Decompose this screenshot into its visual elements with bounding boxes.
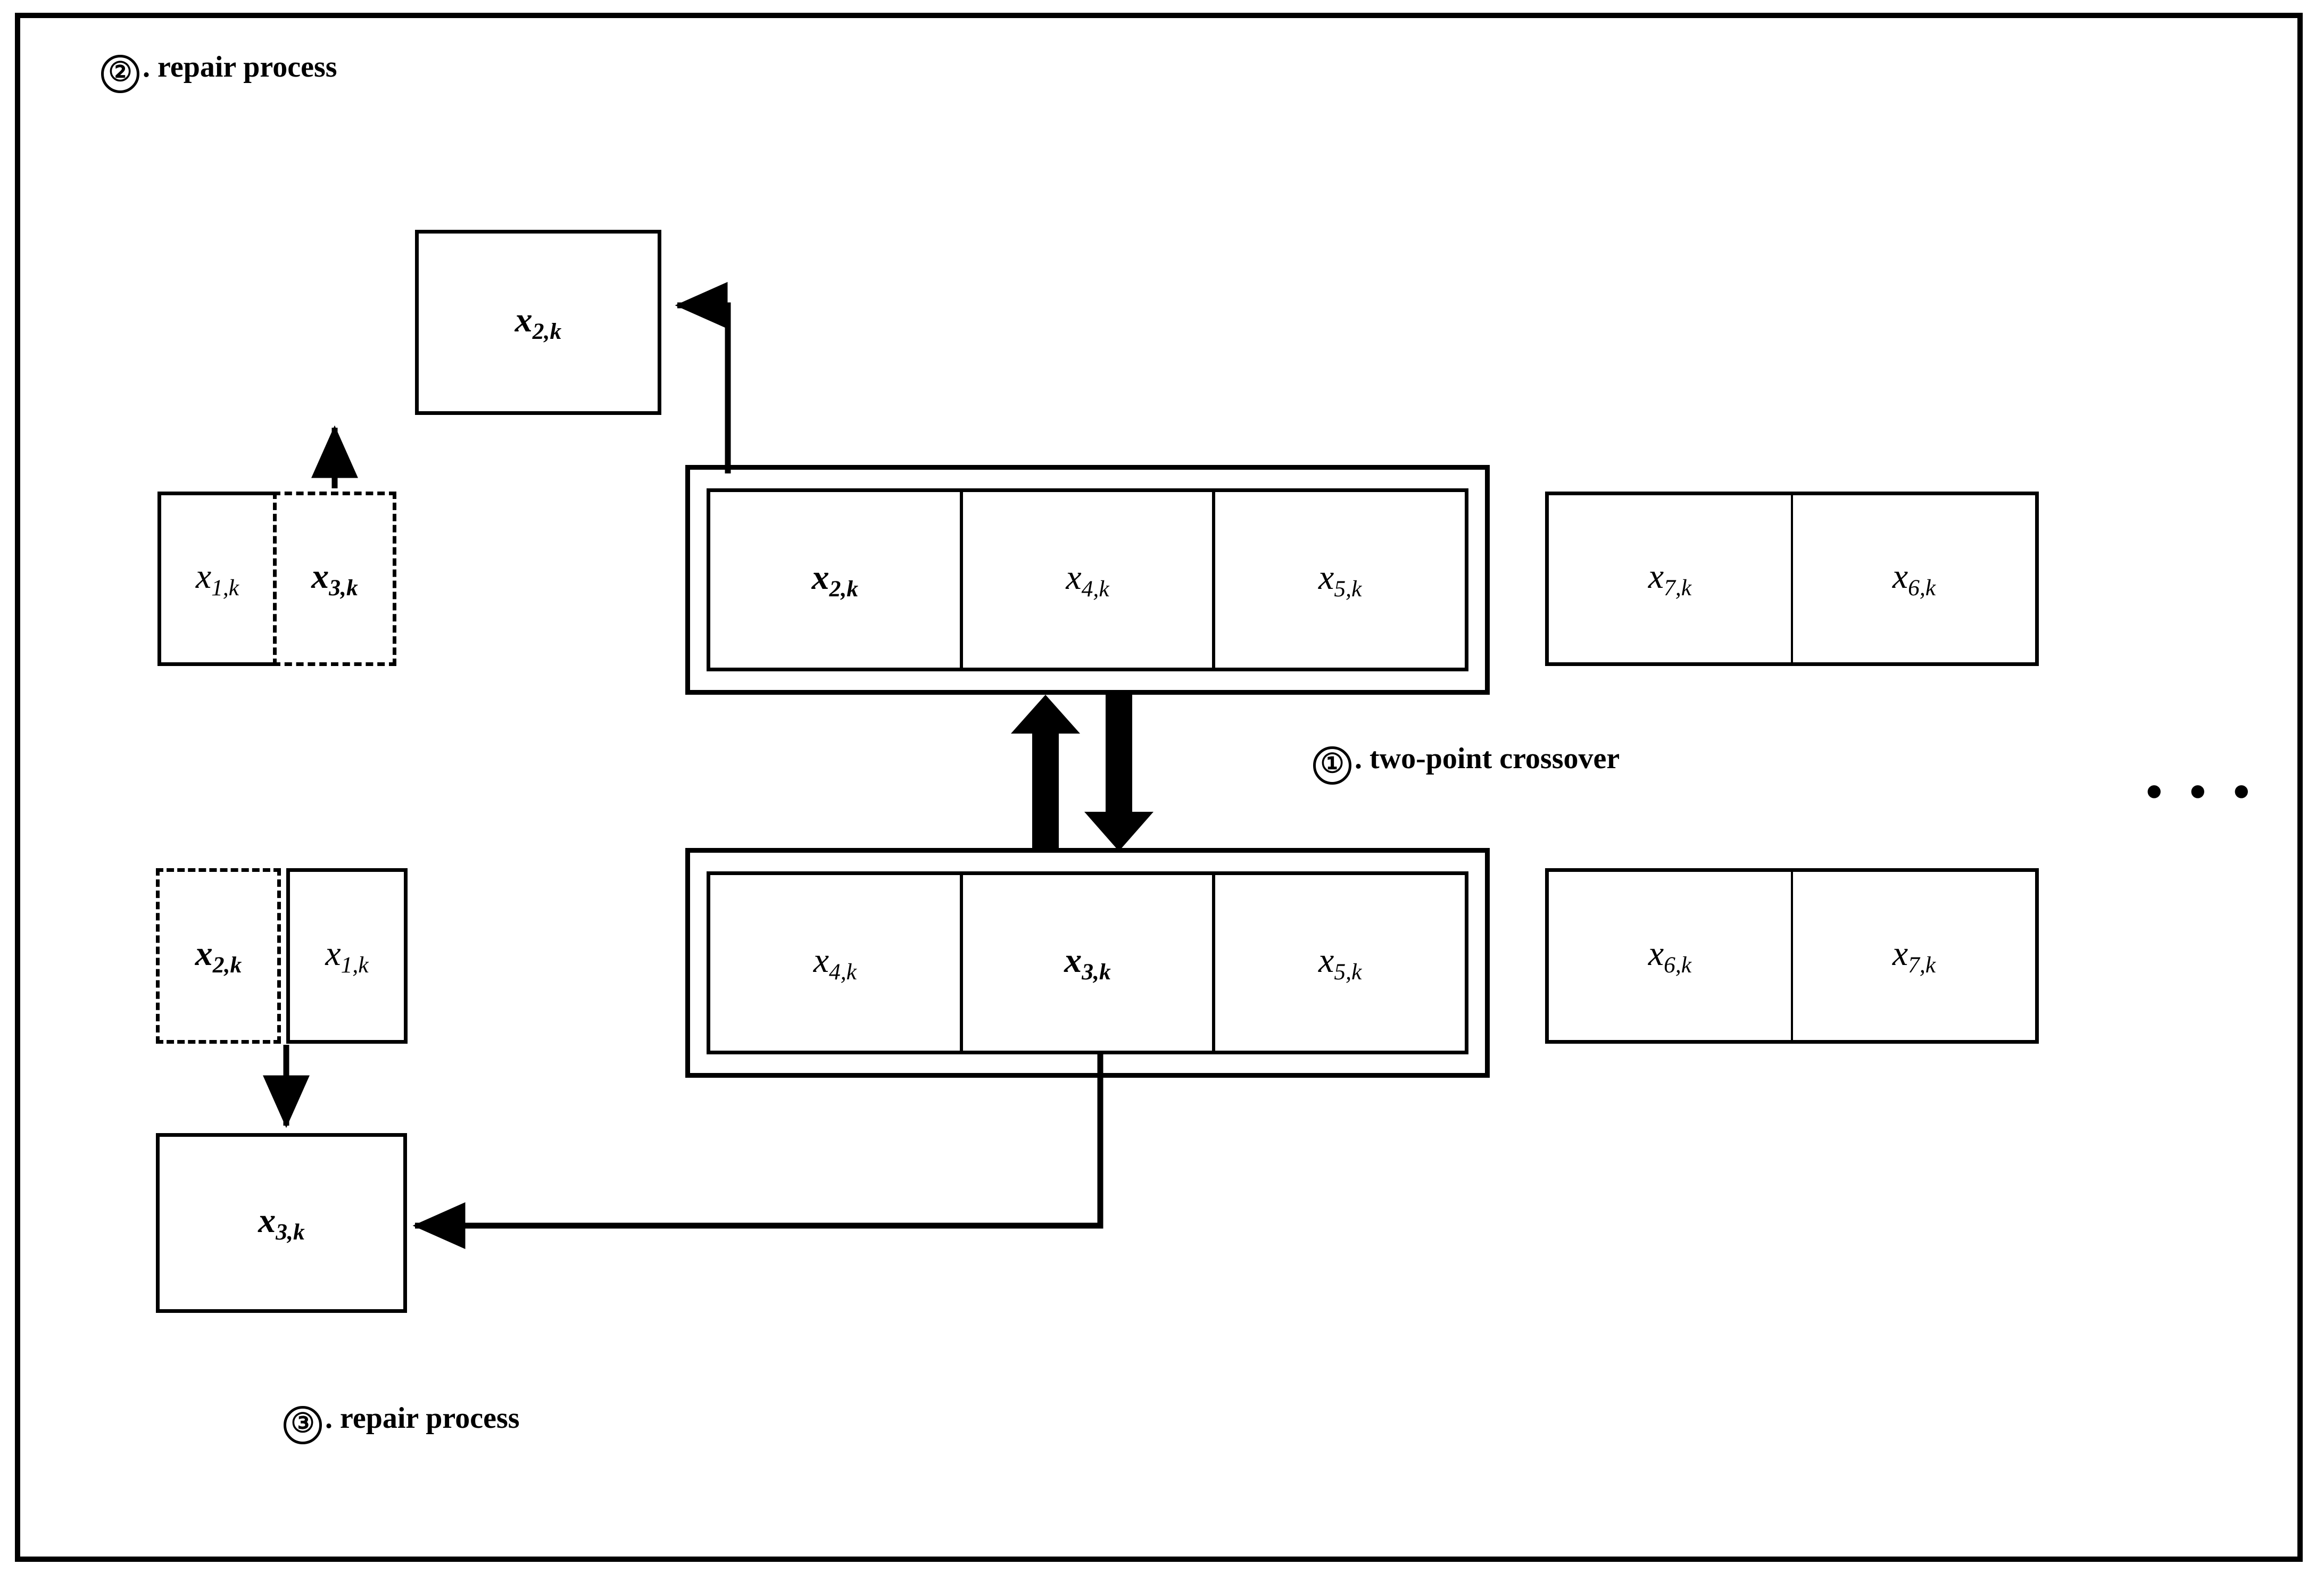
connector-layer (263, 282, 1153, 1249)
gene-label: x6,k (1648, 934, 1692, 978)
connector-p2-to-bottom-repair (412, 1053, 1103, 1249)
label-step-3-text: . repair process (325, 1402, 520, 1435)
crossover-arrow-down (1084, 695, 1153, 851)
gene-label: x2,k (811, 558, 859, 602)
p2-mid-cell-0: x4,k (710, 875, 963, 1051)
gene-label: x2,k (195, 934, 242, 978)
p2-mid-cell-1: x3,k (963, 875, 1216, 1051)
gene-label: x7,k (1892, 934, 1936, 978)
p2-left-cell-1: x1,k (286, 868, 408, 1044)
crossover-arrow-up (1011, 695, 1080, 851)
p1-left-cell-1: x3,k (273, 492, 396, 666)
label-step-2: ②. repair process (101, 50, 337, 93)
circled-number-2: ② (101, 55, 139, 93)
label-step-3: ③. repair process (284, 1401, 520, 1444)
repair-box-bottom: x3,k (156, 1133, 407, 1313)
figure-frame: ②. repair process ①. two-point crossover… (15, 13, 2303, 1562)
p2-right-cell-1: x7,k (1791, 868, 2039, 1044)
p2-left-cell-0: x2,k (156, 868, 281, 1044)
connector-p1-to-top-repair (675, 282, 731, 473)
label-step-1-text: . two-point crossover (1355, 742, 1620, 775)
gene-label: x6,k (1892, 557, 1936, 601)
gene-label: x3,k (311, 557, 358, 601)
p1-right-cell-0: x7,k (1545, 492, 1793, 666)
p1-crossover-segment: x2,k x4,k x5,k (707, 488, 1468, 671)
p1-right-cell-1: x6,k (1791, 492, 2039, 666)
label-step-2-text: . repair process (143, 51, 337, 84)
gene-label: x2,k (514, 301, 562, 344)
p2-crossover-segment: x4,k x3,k x5,k (707, 871, 1468, 1054)
gene-label: x1,k (195, 557, 239, 601)
gene-label: x3,k (1064, 941, 1111, 985)
p1-left-cell-0: x1,k (157, 492, 277, 666)
gene-label: x7,k (1648, 557, 1692, 601)
label-step-1: ①. two-point crossover (1313, 742, 1620, 785)
repair-box-top: x2,k (415, 230, 661, 415)
p1-mid-cell-0: x2,k (710, 492, 963, 668)
p2-right-cell-0: x6,k (1545, 868, 1793, 1044)
p1-mid-cell-2: x5,k (1215, 492, 1465, 668)
ellipsis: • • • (2146, 765, 2257, 818)
gene-label: x5,k (1318, 558, 1362, 602)
gene-label: x4,k (1066, 558, 1109, 602)
p2-mid-cell-2: x5,k (1215, 875, 1465, 1051)
circled-number-3: ③ (284, 1406, 322, 1444)
circled-number-1: ① (1313, 746, 1351, 785)
gene-label: x4,k (813, 941, 857, 985)
gene-label: x3,k (258, 1201, 305, 1245)
gene-label: x5,k (1318, 941, 1362, 985)
p1-mid-cell-1: x4,k (963, 492, 1216, 668)
gene-label: x1,k (325, 934, 369, 978)
